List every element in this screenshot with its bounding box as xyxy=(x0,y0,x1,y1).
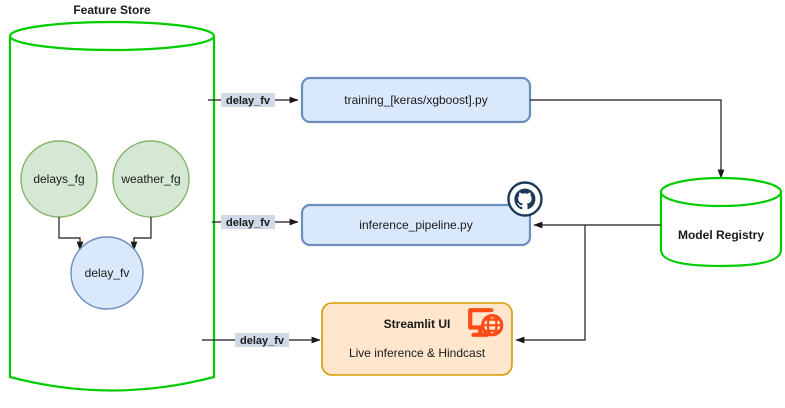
feature-view-delay-fv-label: delay_fv xyxy=(85,266,130,280)
edge-label-to-streamlit: delay_fv xyxy=(240,335,285,347)
edge-training-to-model-registry xyxy=(530,99,725,179)
feature-view-delay-fv[interactable]: delay_fv xyxy=(70,236,144,310)
feature-store-title: Feature Store xyxy=(73,3,151,17)
training-pipeline-box[interactable]: training_[keras/xgboost].py xyxy=(300,76,532,124)
edge-delays-fg-to-delay-fv xyxy=(58,217,84,251)
edge-label-to-inference: delay_fv xyxy=(226,217,271,229)
edge-label-to-training: delay_fv xyxy=(226,95,271,107)
edge-label-highlight-streamlit xyxy=(235,333,289,347)
monitor-globe-icon xyxy=(468,308,504,337)
model-registry-label: Model Registry xyxy=(678,228,764,242)
streamlit-ui-title: Streamlit UI xyxy=(384,317,451,331)
inference-pipeline-label: inference_pipeline.py xyxy=(359,218,472,232)
feature-group-delays-fg[interactable]: delays_fg xyxy=(20,140,98,218)
training-pipeline-label: training_[keras/xgboost].py xyxy=(344,93,487,107)
edge-label-highlight-training xyxy=(221,93,275,107)
feature-group-delays-fg-label: delays_fg xyxy=(33,172,84,186)
edge-label-highlight-inference xyxy=(221,215,275,229)
feature-store-cylinder xyxy=(8,20,216,392)
streamlit-ui-subtitle: Live inference & Hindcast xyxy=(349,346,486,360)
feature-group-weather-fg-label: weather_fg xyxy=(120,172,180,186)
inference-pipeline-box[interactable]: inference_pipeline.py xyxy=(300,203,532,247)
feature-group-weather-fg[interactable]: weather_fg xyxy=(112,140,190,218)
github-icon[interactable] xyxy=(507,181,543,217)
edge-model-registry-to-streamlit xyxy=(515,225,586,344)
streamlit-ui-box[interactable]: Streamlit UI Live inference & Hindcast xyxy=(321,302,513,376)
edge-weather-fg-to-delay-fv xyxy=(130,217,152,251)
model-registry-cylinder[interactable]: Model Registry xyxy=(659,176,783,268)
